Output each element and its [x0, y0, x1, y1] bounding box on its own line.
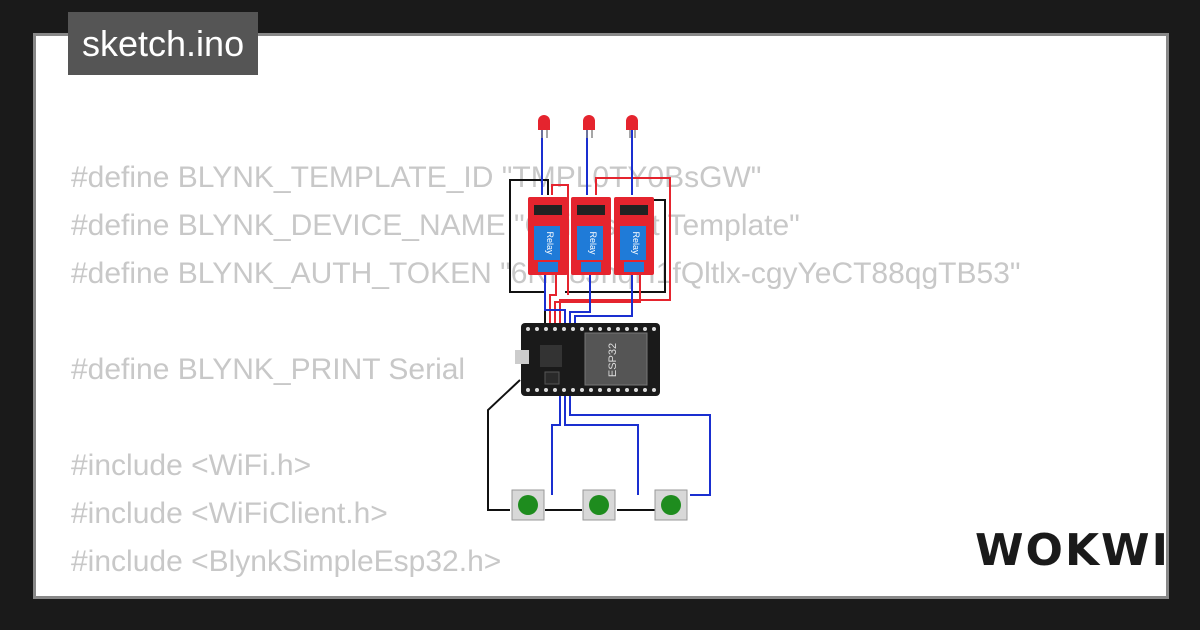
relay-3-label: Relay — [631, 231, 641, 255]
pushbutton-1[interactable] — [511, 489, 545, 521]
led-3[interactable] — [626, 115, 638, 138]
sketch-title: sketch.ino — [68, 12, 259, 75]
code-line: #include <WiFiClient.h> — [71, 497, 388, 530]
relay-1-label: Relay — [545, 231, 555, 255]
wokwi-logo: WOKWI — [975, 525, 1170, 576]
code-preview: #define BLYNK_TEMPLATE_ID "TMPL0TY0BsGW"… — [71, 154, 1021, 596]
code-line: #include <BlynkSimpleEsp32.h> — [71, 545, 502, 578]
code-line: #define BLYNK_TEMPLATE_ID "TMPL0TY0BsGW" — [71, 161, 762, 194]
relay-3[interactable]: Relay — [614, 197, 654, 275]
relay-1[interactable]: Relay — [528, 197, 568, 275]
relay-2[interactable]: Relay — [571, 197, 611, 275]
led-2[interactable] — [583, 115, 595, 138]
code-line: char auth[] = BLYNK_AUTH_TOKEN; — [71, 593, 569, 596]
esp32-label: ESP32 — [607, 343, 619, 377]
led-1[interactable] — [538, 115, 550, 138]
code-line: #include <WiFi.h> — [71, 449, 312, 482]
code-line: #define BLYNK_AUTH_TOKEN "6NP8JhqH1fQltl… — [71, 257, 1021, 290]
code-line: #define BLYNK_PRINT Serial — [71, 353, 466, 386]
pushbutton-3[interactable] — [654, 489, 688, 521]
pushbutton-2[interactable] — [582, 489, 616, 521]
relay-2-label: Relay — [588, 231, 598, 255]
esp32-board[interactable]: ESP32 — [515, 323, 660, 396]
